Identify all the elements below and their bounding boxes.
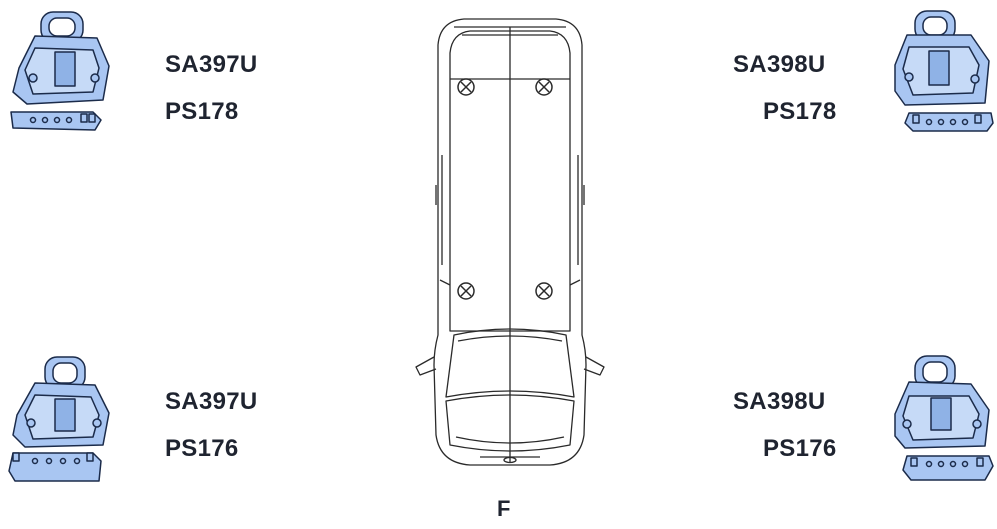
front-marker: F xyxy=(497,496,511,521)
pad-label-bottom-left: PS176 xyxy=(165,435,239,462)
foot-label-bottom-right: SA398U xyxy=(733,388,826,415)
mount-point-icon-front-right xyxy=(535,282,553,300)
roof-rack-foot-icon-bottom-right xyxy=(894,355,994,481)
foot-label-top-left: SA397U xyxy=(165,51,258,78)
pad-label-top-right: PS178 xyxy=(763,98,837,125)
foot-label-bottom-left: SA397U xyxy=(165,388,258,415)
roof-rack-foot-icon-top-left xyxy=(10,11,110,131)
mount-point-icon-front-left xyxy=(457,282,475,300)
roof-rack-foot-icon-bottom-left xyxy=(8,356,110,482)
pad-label-top-left: PS178 xyxy=(165,98,239,125)
mount-point-icons xyxy=(457,78,553,300)
van-top-view xyxy=(415,18,605,466)
pad-label-bottom-right: PS176 xyxy=(763,435,837,462)
foot-label-top-right: SA398U xyxy=(733,51,826,78)
roof-rack-foot-icon-top-right xyxy=(894,10,994,132)
mount-point-icon-rear-left xyxy=(457,78,475,96)
mount-point-icon-rear-right xyxy=(535,78,553,96)
